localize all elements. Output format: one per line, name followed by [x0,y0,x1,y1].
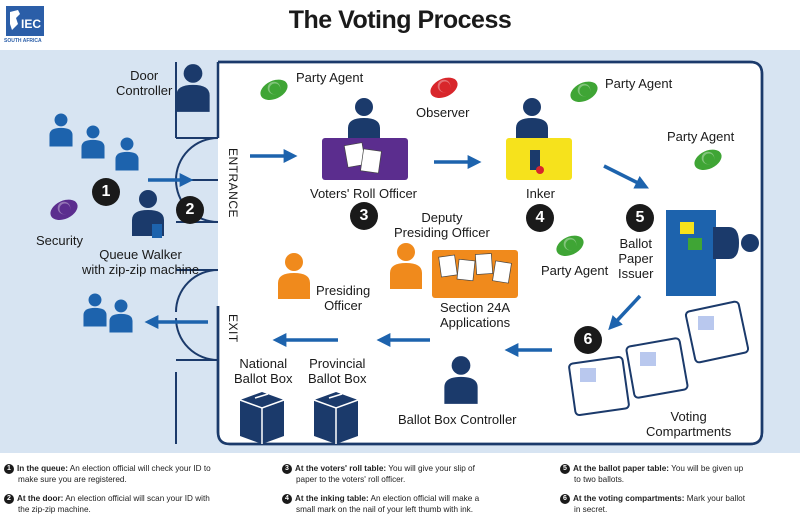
voter-figure [83,293,107,327]
arrow-to-issuer [603,164,650,189]
footnote-6-cont: in secret. [574,505,608,514]
arrow-to-booths [608,294,642,331]
voter-figure [115,137,139,171]
security-label: Security [36,233,83,248]
step-1-marker: 1 [92,178,120,206]
party-agent-label: Party Agent [667,129,735,144]
door-controller-figure [176,64,210,112]
inker-label: Inker [526,186,555,201]
voters-roll-officer-label: Voters' Roll Officer [310,186,418,201]
step-5-marker: 5 [626,204,654,232]
security-figure [47,195,81,225]
exit-label: EXIT [226,314,240,343]
voter-figure [49,113,73,147]
voter-figure [109,299,133,333]
exit-door [175,269,219,361]
footnote-1-cont: make sure you are registered. [18,475,127,484]
party-agent-label: Party Agent [296,70,364,85]
logo-subtext: SOUTH AFRICA [4,38,42,44]
footnote-4-cont: small mark on the nail of your left thum… [296,505,474,514]
logo-text: IEC [21,17,41,31]
entrance-label: ENTRANCE [226,148,240,219]
observer-label: Observer [416,105,470,120]
page-title: The Voting Process [288,6,512,34]
step-6-marker: 6 [574,326,602,354]
footnote-2-cont: the zip-zip machine. [18,505,91,514]
step-2-marker: 2 [176,196,204,224]
footnote-5-cont: to two ballots. [574,475,625,484]
party-agent-label: Party Agent [541,263,609,278]
footnote-3-cont: paper to the voters' roll officer. [296,475,406,484]
step-4-marker: 4 [526,204,554,232]
iec-logo: IEC [6,6,44,36]
step-3-marker: 3 [350,202,378,230]
party-agent-label: Party Agent [605,76,673,91]
voter-figure [81,125,105,159]
ballot-box-controller-label: Ballot Box Controller [398,412,517,427]
